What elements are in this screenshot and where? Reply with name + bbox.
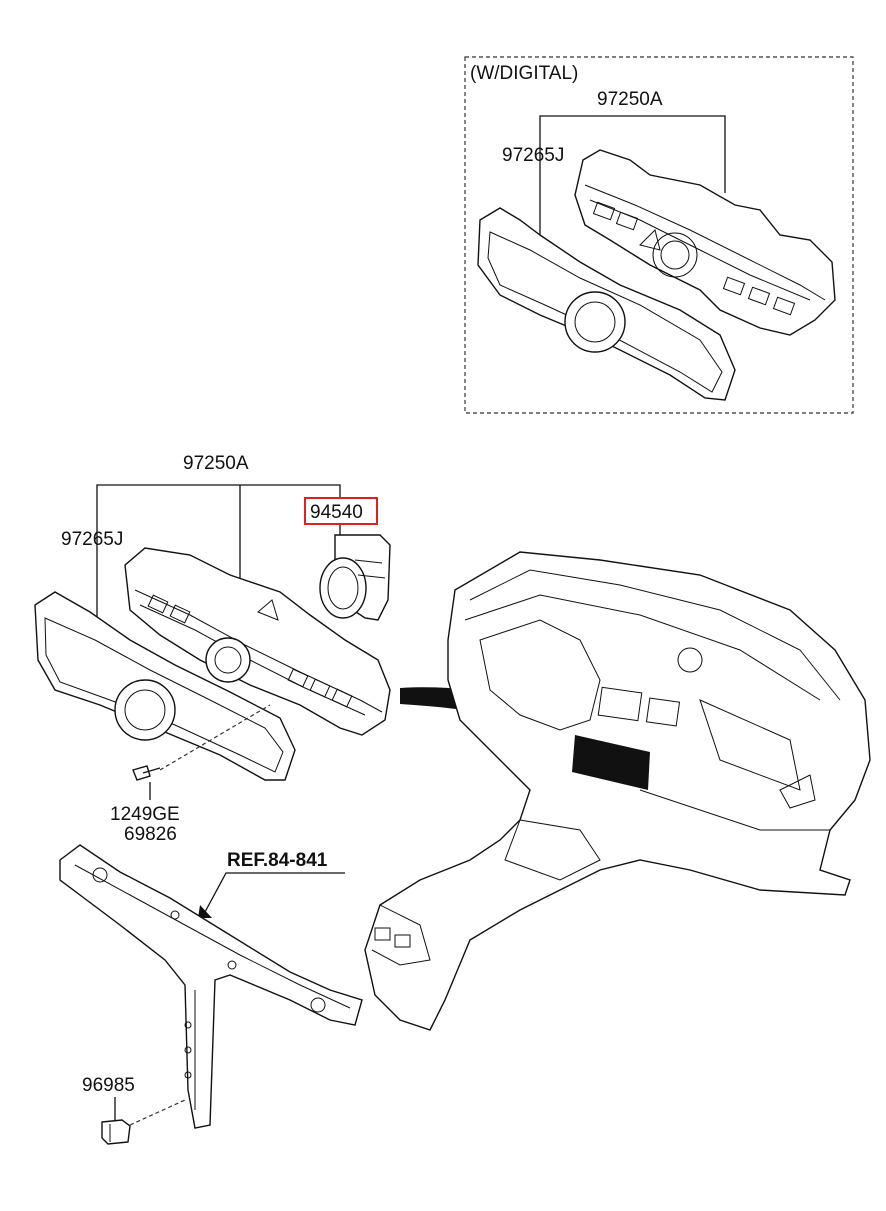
ref-arrowhead (198, 905, 212, 918)
digital-assembly-label: 97250A (597, 89, 663, 110)
main-garnish-label: 97265J (61, 529, 123, 550)
digital-assembly-leader (539, 115, 726, 193)
screw-1249GE (132, 704, 271, 800)
main-assembly-group: 97250A 97265J 94540 (34, 453, 391, 845)
main-assembly-label: 97250A (183, 453, 249, 474)
dashboard-illustration (364, 551, 871, 1031)
sensor-label: 96985 (82, 1075, 135, 1096)
digital-garnish-label: 97265J (502, 145, 564, 166)
knob-94540 (319, 534, 391, 621)
location-arrow (400, 687, 588, 748)
main-assembly-bracket (96, 484, 341, 640)
crossmember-group: REF.84-841 96985 (59, 844, 363, 1145)
main-garnish (34, 591, 296, 781)
highlight-box[interactable] (304, 497, 378, 525)
ref-label: REF.84-841 (227, 850, 328, 871)
climate-panel-location (572, 735, 650, 790)
ref-leader (204, 872, 345, 913)
sensor-96985 (101, 1119, 131, 1145)
digital-caption: (W/DIGITAL) (470, 63, 578, 84)
highlighted-part-label[interactable]: 94540 (310, 502, 363, 523)
screw-label-2: 69826 (124, 824, 177, 845)
digital-variant-border (464, 56, 854, 414)
main-control-panel (124, 547, 391, 736)
crossmember-bar (59, 844, 363, 1129)
digital-control-panel (574, 149, 836, 336)
sensor-dash-line (129, 1099, 186, 1126)
screw-label-1: 1249GE (110, 804, 180, 825)
digital-garnish (477, 207, 736, 401)
digital-variant-group: (W/DIGITAL) 97250A 97265J (464, 56, 854, 414)
